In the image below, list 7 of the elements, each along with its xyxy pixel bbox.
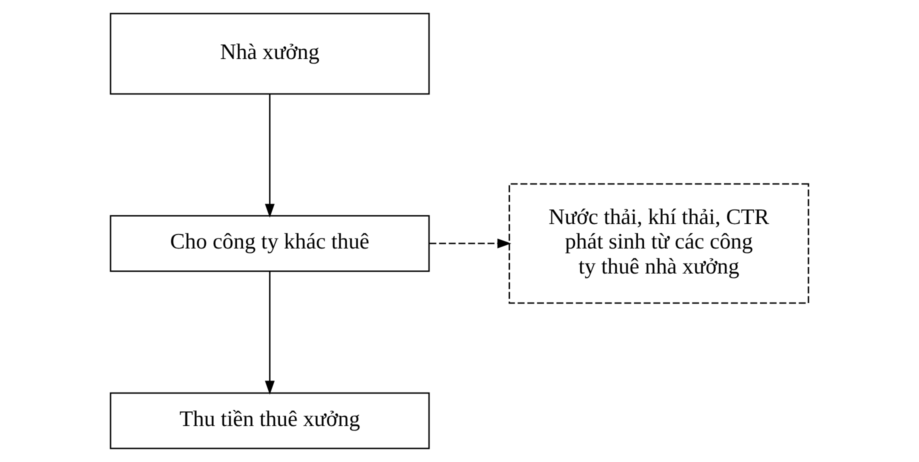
arrow [429,238,512,248]
node-box: Nhà xưởng [110,12,430,95]
node-box: Thu tiền thuê xưởng [110,392,430,450]
arrow [264,271,275,395]
arrow [264,94,275,218]
node-box: Nước thải, khí thải, CTR phát sinh từ các công ty thuê nhà xưởng [508,183,810,304]
node-box: Cho công ty khác thuê [110,215,430,272]
